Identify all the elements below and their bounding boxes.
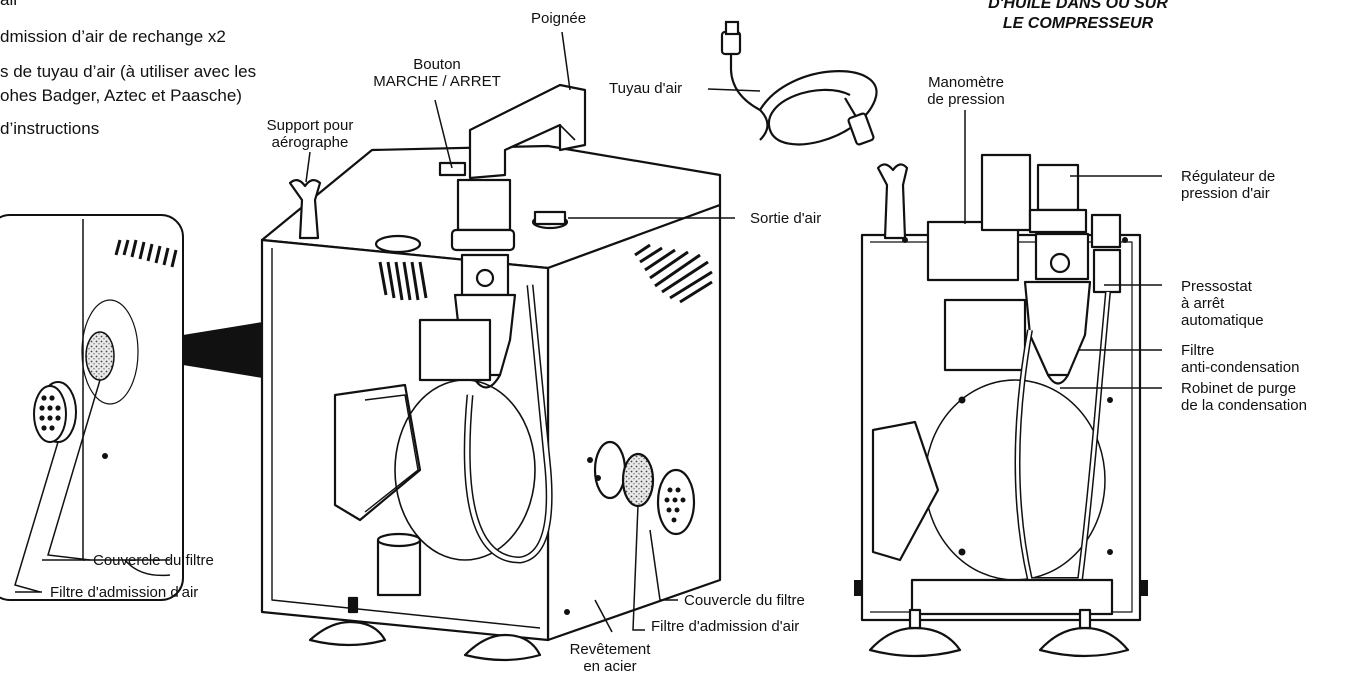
label-line: Revêtement: [569, 641, 651, 658]
label-power-switch: Bouton MARCHE / ARRET: [362, 56, 512, 90]
included-item: air: [0, 0, 19, 11]
label-airbrush-holder: Support pour aérographe: [250, 117, 370, 151]
label-line: Bouton: [413, 56, 461, 73]
warning-line: LE COMPRESSEUR: [1002, 15, 1154, 32]
warning-heading: D'HUILE DANS OU SUR LE COMPRESSEUR: [958, 0, 1198, 34]
included-item: s de tuyau d’air (à utiliser avec les: [0, 62, 257, 81]
label-line: pression d'air: [1181, 185, 1270, 202]
label-line: à arrêt: [1181, 295, 1225, 312]
label-line: aérographe: [271, 134, 349, 151]
air-hose-drawing: [720, 20, 878, 146]
included-item: ohes Badger, Aztec et Paasche): [0, 86, 242, 105]
label-line: en acier: [583, 658, 637, 675]
filter-zoom-inset: [0, 214, 184, 601]
label-line: Manomètre: [928, 74, 1004, 91]
warning-line: D'HUILE DANS OU SUR: [988, 0, 1168, 12]
label-line: anti-condensation: [1181, 359, 1300, 376]
label-filter-cover-right: Couvercle du filtre: [684, 592, 805, 609]
label-line: Support pour: [266, 117, 354, 134]
label-steel-casing: Revêtement en acier: [555, 641, 665, 675]
front-view-compressor: [854, 153, 1148, 658]
leader-lines: [15, 31, 1162, 631]
included-item: dmission d’air de rechange x2: [0, 27, 226, 46]
main-compressor: [260, 83, 722, 662]
label-filter-cover-left: Couvercle du filtre: [93, 552, 214, 569]
label-pressure-regulator: Régulateur de pression d'air: [1181, 168, 1275, 202]
label-moisture-filter: Filtre anti-condensation: [1181, 342, 1299, 376]
label-line: Pressostat: [1181, 278, 1252, 295]
label-intake-filter-right: Filtre d'admission d'air: [651, 618, 800, 635]
label-intake-filter-left: Filtre d'admission d'air: [50, 584, 199, 601]
label-line: automatique: [1181, 312, 1264, 329]
label-drain-valve: Robinet de purge de la condensation: [1181, 380, 1307, 414]
label-line: de la condensation: [1181, 397, 1307, 414]
zoom-wedge: [183, 320, 275, 380]
label-line: Robinet de purge: [1181, 380, 1297, 397]
label-line: Filtre: [1181, 342, 1215, 359]
label-air-hose: Tuyau d'air: [609, 80, 683, 97]
label-pressure-gauge: Manomètre de pression: [906, 74, 1026, 108]
label-air-outlet: Sortie d'air: [750, 210, 822, 227]
label-line: de pression: [927, 91, 1005, 108]
label-handle: Poignée: [531, 10, 587, 27]
label-line: Régulateur de: [1181, 168, 1276, 185]
label-line: MARCHE / ARRET: [373, 73, 501, 90]
included-item: d’instructions: [0, 119, 100, 138]
label-pressure-switch: Pressostat à arrêt automatique: [1181, 278, 1264, 329]
